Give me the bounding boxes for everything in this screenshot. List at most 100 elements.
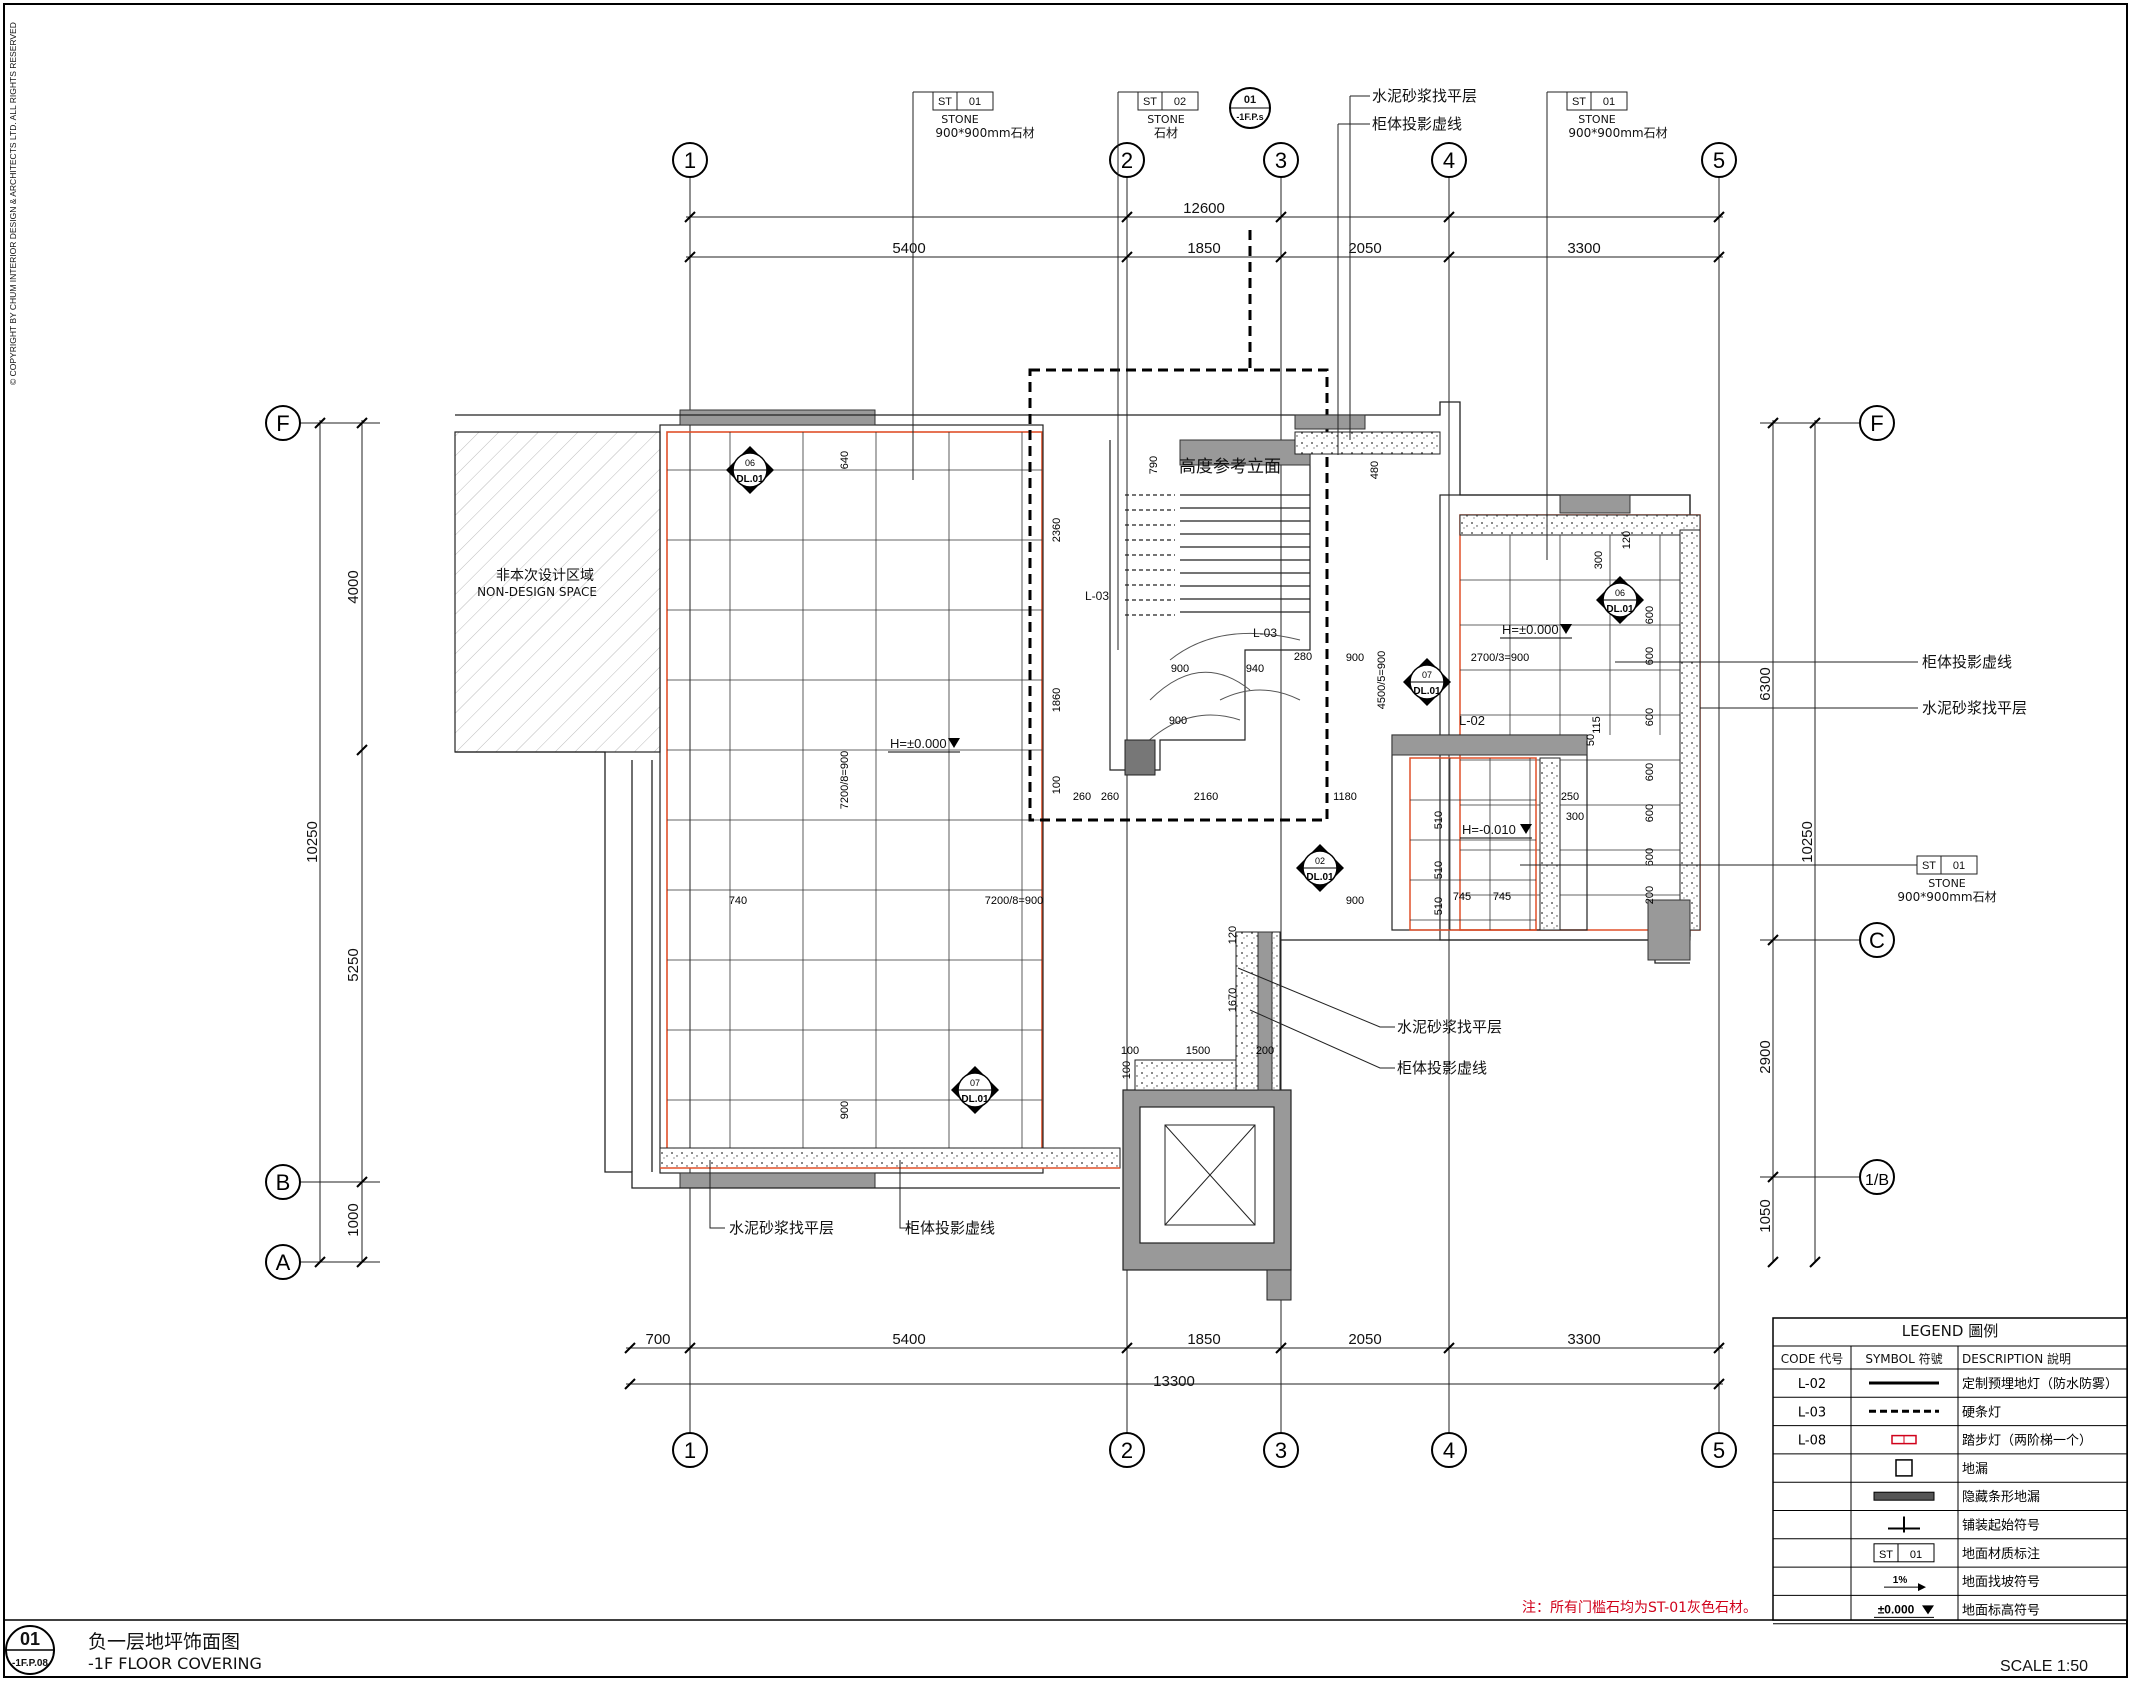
grid-bubble-col-3-top: 3 — [1263, 142, 1299, 178]
inner-dim-text: 600 — [1644, 606, 1656, 624]
inner-dim-text: 1860 — [1051, 688, 1063, 712]
callout-cabinet-bottom: 柜体投影虚线 — [905, 1220, 995, 1237]
tile-grid — [667, 432, 1042, 1148]
legend-description: 铺装起始符号 — [1962, 1518, 2040, 1534]
inner-dim-text: 1180 — [1333, 791, 1357, 803]
svg-text:F: F — [276, 411, 289, 436]
svg-text:1%: 1% — [1893, 1575, 1908, 1586]
callout-mortar-bottom: 水泥砂浆找平层 — [729, 1219, 834, 1237]
grid-bubble-col-2-top: 2 — [1109, 142, 1145, 178]
svg-text:3: 3 — [1275, 148, 1287, 173]
inner-dim-text: 100 — [1051, 776, 1063, 794]
material-tag-st01-top-left: ST 01 STONE 900*900mm石材 — [912, 91, 1035, 480]
inner-dim-text: 7200/8=900 — [985, 895, 1043, 907]
right-room-tiles — [1460, 535, 1680, 896]
svg-text:2: 2 — [1121, 1438, 1133, 1463]
inner-dim-text: 1500 — [1186, 1045, 1210, 1057]
inner-dim-text: 2360 — [1051, 518, 1063, 542]
svg-text:900*900mm石材: 900*900mm石材 — [935, 126, 1034, 140]
inner-dim-text: 200 — [1644, 886, 1656, 904]
inner-dim-text: 1670 — [1227, 988, 1239, 1012]
dim-top-total: 12600 — [1183, 200, 1225, 217]
note-threshold-stone: 注：所有门槛石均为ST-01灰色石材。 — [1522, 1599, 1757, 1616]
drawing-number: 01 — [20, 1629, 40, 1649]
grid-bubble-row-right-1-B: 1/B — [1760, 1159, 1895, 1195]
svg-text:ST: ST — [1879, 1549, 1893, 1561]
title-block: 01 -1F.P.08 负一层地坪饰面图 -1F FLOOR COVERING … — [5, 1625, 2088, 1675]
material-tag-st02: ST 02 STONE 石材 — [1117, 91, 1199, 650]
legend-header-symbol: SYMBOL 符號 — [1865, 1351, 1942, 1366]
svg-text:01: 01 — [1953, 860, 1965, 872]
svg-text:2: 2 — [1121, 148, 1133, 173]
material-tag-st01-top-right: ST 01 STONE 900*900mm石材 — [1546, 91, 1668, 560]
inner-dim-text: 900 — [1346, 895, 1364, 907]
l02-label: L-02 — [1459, 713, 1485, 728]
inner-dim-text: 600 — [1644, 848, 1656, 866]
dim-top-1: 5400 — [892, 240, 925, 257]
callout-cabinet-mid: 柜体投影虚线 — [1397, 1060, 1487, 1077]
inner-dim-text: 640 — [839, 451, 851, 469]
svg-text:C: C — [1869, 928, 1885, 953]
inner-dim-text: 900 — [1169, 715, 1187, 727]
grid-bubble-col-5-bottom: 5 — [1701, 1432, 1737, 1468]
drawing-title-en: -1F FLOOR COVERING — [88, 1654, 262, 1673]
inner-dim-text: 790 — [1148, 456, 1160, 474]
dim-left-3: 1000 — [345, 1203, 362, 1236]
inner-dim-text: 300 — [1593, 551, 1605, 569]
elevator-shaft — [1122, 1089, 1292, 1301]
right-room — [1439, 494, 1701, 961]
grid-bubble-col-5-top: 5 — [1701, 142, 1737, 178]
dim-right-3: 1050 — [1757, 1199, 1774, 1232]
scale-text: SCALE 1:50 — [2000, 1658, 2088, 1675]
inner-dim-text: 120 — [1227, 926, 1239, 944]
elevation-reference-symbol: 01 -1F.P.s — [1229, 87, 1271, 129]
legend-description: 地面标高符号 — [1962, 1602, 2040, 1618]
svg-text:06: 06 — [1615, 588, 1625, 598]
svg-text:石材: 石材 — [1154, 126, 1178, 140]
svg-text:ST: ST — [1572, 96, 1586, 108]
non-design-label-cn: 非本次设计区域 — [496, 568, 594, 584]
grid-bubble-col-4-top: 4 — [1431, 142, 1467, 178]
grid-bubble-row-right-F: F — [1760, 405, 1895, 441]
legend-code: L-02 — [1798, 1377, 1826, 1392]
callout-cabinet-top: 柜体投影虚线 — [1372, 116, 1462, 133]
inner-dim-text: 900 — [839, 1101, 851, 1119]
level-right-room: H=±0.000 — [1502, 622, 1559, 637]
dim-bottom-2: 5400 — [892, 1331, 925, 1348]
dimension-ticks — [314, 211, 1821, 1390]
svg-text:3: 3 — [1275, 1438, 1287, 1463]
inner-dim-text: 600 — [1644, 763, 1656, 781]
inner-dim-text: 745 — [1493, 891, 1511, 903]
inner-dim-text: 900 — [1346, 652, 1364, 664]
legend-header-description: DESCRIPTION 說明 — [1962, 1351, 2071, 1366]
inner-dim-text: 50 — [1585, 734, 1597, 746]
svg-text:STONE: STONE — [1578, 113, 1616, 126]
dim-top-3: 2050 — [1348, 240, 1381, 257]
dim-right-total: 10250 — [1799, 821, 1816, 863]
dim-bottom-3: 1850 — [1187, 1331, 1220, 1348]
inner-dim-text: 900 — [1171, 663, 1189, 675]
dim-top-2: 1850 — [1187, 240, 1220, 257]
svg-text:01: 01 — [1244, 94, 1256, 106]
callout-cabinet-right: 柜体投影虚线 — [1922, 654, 2012, 671]
svg-text:5: 5 — [1713, 148, 1725, 173]
svg-text:07: 07 — [970, 1078, 980, 1088]
inner-dim-text: 250 — [1561, 791, 1579, 803]
inner-dim-text: 510 — [1433, 861, 1445, 879]
main-room — [659, 409, 1121, 1189]
svg-text:±0.000: ±0.000 — [1878, 1602, 1915, 1616]
drawing-title-cn: 负一层地坪饰面图 — [88, 1631, 240, 1653]
svg-text:ST: ST — [1922, 860, 1936, 872]
stair-dashed-outline — [1028, 368, 1329, 822]
callout-mortar-top: 水泥砂浆找平层 — [1372, 87, 1477, 105]
svg-text:DL.01: DL.01 — [1306, 872, 1334, 883]
inner-dim-text: 120 — [1621, 531, 1633, 549]
inner-dim-text: 480 — [1369, 461, 1381, 479]
